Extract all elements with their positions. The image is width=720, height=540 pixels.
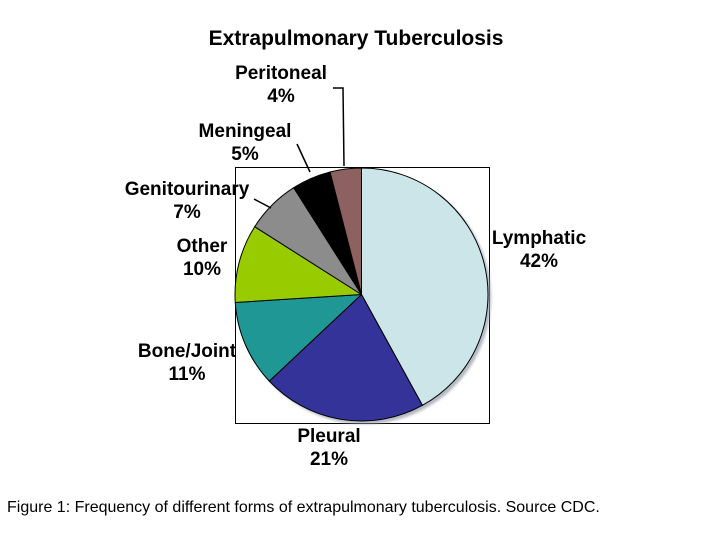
leader-line-peritoneal	[333, 87, 345, 167]
slice-name: Genitourinary	[124, 179, 250, 200]
slice-label-bone-joint: Bone/Joint 11%	[138, 340, 236, 386]
slice-name: Pleural	[297, 426, 361, 447]
slice-percent: 42%	[519, 251, 559, 272]
slice-label-lymphatic: Lymphatic 42%	[492, 227, 586, 273]
slice-percent: 4%	[267, 86, 295, 107]
slice-label-pleural: Pleural 21%	[297, 425, 360, 471]
slice-percent: 5%	[231, 144, 259, 165]
slice-percent: 21%	[309, 449, 349, 470]
slice-name: Bone/Joint	[137, 341, 237, 362]
figure-caption: Figure 1: Frequency of different forms o…	[7, 499, 600, 516]
slice-name: Peritoneal	[235, 63, 327, 84]
slice-name: Lymphatic	[491, 228, 587, 249]
pie-slice-lymphatic	[361, 167, 489, 406]
leader-line-genitourinary	[253, 198, 272, 209]
pie-slice-bone-joint	[234, 294, 362, 382]
pie-slice-peritoneal	[329, 167, 362, 295]
chart-title: Extrapulmonary Tuberculosis	[208, 27, 504, 50]
pie-slices	[234, 167, 489, 422]
slice-percent: 10%	[182, 259, 222, 280]
slice-label-meningeal: Meningeal 5%	[199, 120, 292, 166]
pie-slice-other	[234, 226, 362, 303]
slice-percent: 11%	[168, 364, 206, 385]
pie-slice-pleural	[268, 294, 423, 422]
slice-label-other: Other 10%	[177, 235, 228, 281]
slice-label-genitourinary: Genitourinary 7%	[125, 178, 250, 224]
slice-name: Meningeal	[198, 121, 292, 142]
leader-line-meningeal	[296, 143, 311, 173]
slice-percent: 7%	[173, 202, 201, 223]
slice-name: Other	[176, 236, 228, 257]
slice-label-peritoneal: Peritoneal 4%	[235, 62, 327, 108]
